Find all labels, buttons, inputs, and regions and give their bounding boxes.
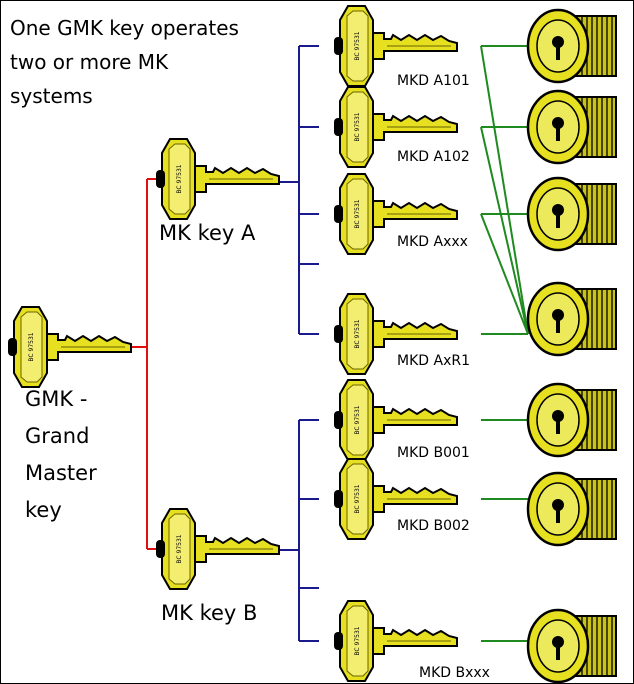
mkd-b001-label: MKD B001 (397, 445, 470, 461)
lock-cylinder-icon (528, 10, 616, 82)
mk-b-connector (263, 420, 319, 641)
intro-line-2: two or more MK (10, 45, 239, 79)
lock-cylinder-icon (528, 384, 616, 456)
mkd-a102-label: MKD A102 (397, 149, 470, 165)
gmk-line-3: Master (25, 455, 97, 492)
mk-key-a-label: MK key A (159, 221, 255, 245)
mkd-bxxx-label: MKD Bxxx (419, 665, 490, 681)
mkd-b002-label: MKD B002 (397, 518, 470, 534)
intro-line-1: One GMK key operates (10, 11, 239, 45)
lock-cylinder-icon (528, 610, 616, 682)
lock-cylinder-icon (528, 91, 616, 163)
intro-line-3: systems (10, 79, 239, 113)
gmk-line-1: GMK - (25, 381, 97, 418)
mk-key-b-label: MK key B (161, 601, 257, 625)
gmk-line-4: key (25, 492, 97, 529)
lock-cylinder-icon (528, 283, 616, 355)
mk-a-connector (263, 46, 319, 334)
mkd-axxx-label: MKD Axxx (397, 234, 468, 250)
mk-key-a-icon (156, 139, 279, 219)
intro-text: One GMK key operates two or more MK syst… (10, 11, 239, 113)
gmk-label: GMK - Grand Master key (25, 381, 97, 529)
mkd-a101-label: MKD A101 (397, 73, 470, 89)
lock-cylinder-icon (528, 473, 616, 545)
mkd-axr1-label: MKD AxR1 (397, 353, 470, 369)
lock-cylinder-icon (528, 178, 616, 250)
cylinder-connectors (481, 46, 528, 641)
gmk-key-icon (8, 307, 131, 387)
gmk-line-2: Grand (25, 418, 97, 455)
mk-key-b-icon (156, 509, 279, 589)
